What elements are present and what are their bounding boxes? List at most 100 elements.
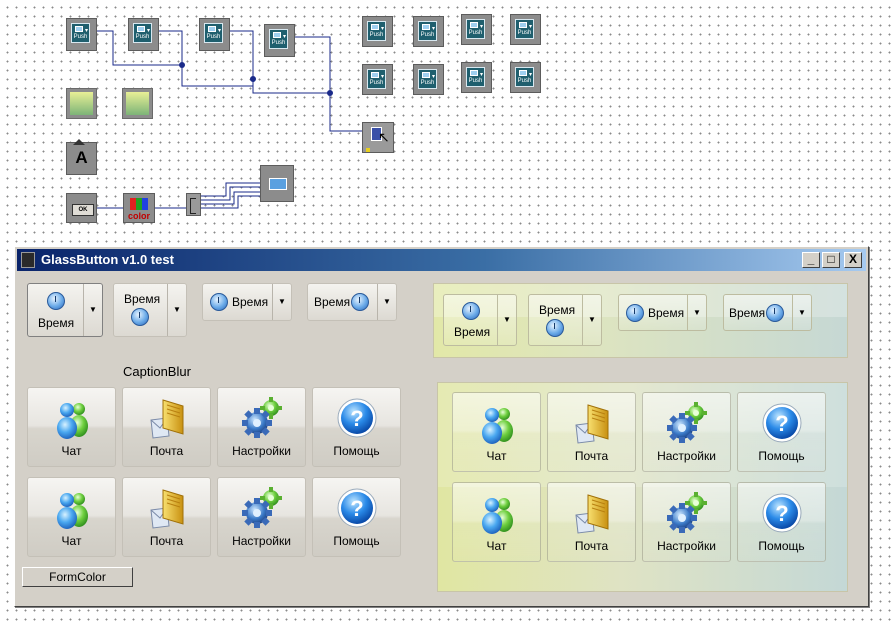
time-dropdown-6[interactable]: Время ▼ <box>528 294 602 346</box>
editor-canvas[interactable]: Push▾ Push▾ Push▾ Push▾ Push▾ Push▾ Push… <box>0 0 891 240</box>
color-component[interactable]: color <box>123 193 155 223</box>
settings-button[interactable]: Настройки <box>217 387 306 467</box>
push-component[interactable]: Push▾ <box>362 16 393 47</box>
minimize-button[interactable]: _ <box>802 252 820 268</box>
push-component[interactable]: Push▾ <box>199 18 230 51</box>
help-caption: Помощь <box>758 539 805 553</box>
time-dropdown-8[interactable]: Время ▼ <box>723 294 812 331</box>
help-button[interactable]: ?Помощь <box>737 392 826 472</box>
chat-people-icon <box>475 401 519 445</box>
close-button[interactable]: X <box>844 252 862 268</box>
push-component[interactable]: Push▾ <box>413 16 444 47</box>
push-component[interactable]: Push▾ <box>66 18 97 51</box>
gradient-component[interactable] <box>66 88 97 119</box>
dropdown-arrow[interactable]: ▼ <box>83 284 102 336</box>
maximize-button[interactable]: □ <box>822 252 840 268</box>
dropdown-arrow[interactable]: ▼ <box>497 295 516 345</box>
settings-caption: Настройки <box>232 534 291 548</box>
dropdown-arrow[interactable]: ▼ <box>582 295 601 345</box>
settings-caption: Настройки <box>657 449 716 463</box>
form-component[interactable] <box>260 165 294 202</box>
push-icon: Push▾ <box>71 23 90 43</box>
push-icon: Push▾ <box>466 19 485 39</box>
chat-people-icon <box>475 491 519 535</box>
wires <box>97 30 362 209</box>
dropdown-caption: Время <box>729 306 766 320</box>
dropdown-arrow[interactable]: ▼ <box>687 295 706 330</box>
push-component[interactable]: Push▾ <box>264 24 295 57</box>
splitter-component[interactable] <box>186 193 201 216</box>
mail-button[interactable]: Почта <box>547 482 636 562</box>
help-button[interactable]: ?Помощь <box>312 387 401 467</box>
chat-button[interactable]: Чат <box>452 392 541 472</box>
push-component[interactable]: Push▾ <box>510 62 541 93</box>
push-component[interactable]: Push▾ <box>362 64 393 95</box>
time-dropdown-4[interactable]: Время ▼ <box>307 283 397 321</box>
svg-text:?: ? <box>350 496 363 521</box>
dropdown-caption: Время <box>539 303 576 317</box>
time-dropdown-7[interactable]: Время ▼ <box>618 294 707 331</box>
push-component[interactable]: Push▾ <box>128 18 159 51</box>
dropdown-arrow[interactable]: ▼ <box>377 284 396 320</box>
cursor-icon: ↖ <box>378 129 390 145</box>
chat-caption: Чат <box>486 449 507 463</box>
clock-icon <box>47 292 65 310</box>
settings-button[interactable]: Настройки <box>642 482 731 562</box>
title-bar[interactable]: GlassButton v1.0 test _ □ X <box>17 249 866 271</box>
settings-button[interactable]: Настройки <box>217 477 306 557</box>
clock-icon <box>766 304 784 322</box>
svg-text:?: ? <box>350 406 363 431</box>
window-title: GlassButton v1.0 test <box>41 252 174 267</box>
svg-text:?: ? <box>775 411 788 436</box>
gears-icon <box>665 491 709 535</box>
bracket-icon <box>190 198 196 214</box>
chat-button[interactable]: Чат <box>27 477 116 557</box>
triangle-icon <box>73 139 85 145</box>
dropdown-arrow[interactable]: ▼ <box>792 295 811 330</box>
time-dropdown-5[interactable]: Время ▼ <box>443 294 517 346</box>
push-component[interactable]: Push▾ <box>461 14 492 45</box>
mail-button[interactable]: Почта <box>122 477 211 557</box>
gears-icon <box>665 401 709 445</box>
push-icon: Push▾ <box>367 69 386 89</box>
chat-button[interactable]: Чат <box>27 387 116 467</box>
push-icon: Push▾ <box>204 23 223 43</box>
mail-icon <box>570 491 614 535</box>
gradient-component[interactable] <box>122 88 153 119</box>
chat-caption: Чат <box>61 534 82 548</box>
clock-icon <box>351 293 369 311</box>
handler-component[interactable]: ↖ <box>362 122 394 153</box>
help-icon: ? <box>760 401 804 445</box>
ok-component[interactable]: OK <box>66 193 97 223</box>
push-icon: Push▾ <box>418 69 437 89</box>
mail-button[interactable]: Почта <box>547 392 636 472</box>
app-icon <box>21 252 35 268</box>
settings-button[interactable]: Настройки <box>642 392 731 472</box>
help-icon: ? <box>335 486 379 530</box>
push-component[interactable]: Push▾ <box>413 64 444 95</box>
settings-caption: Настройки <box>657 539 716 553</box>
chat-caption: Чат <box>61 444 82 458</box>
push-icon: Push▾ <box>515 67 534 87</box>
time-dropdown-3[interactable]: Время ▼ <box>202 283 292 321</box>
clock-icon <box>210 293 228 311</box>
push-component[interactable]: Push▾ <box>510 14 541 45</box>
label-component[interactable]: A <box>66 139 97 175</box>
settings-caption: Настройки <box>232 444 291 458</box>
help-icon: ? <box>760 491 804 535</box>
time-dropdown-2[interactable]: Время ▼ <box>113 283 187 337</box>
help-button[interactable]: ?Помощь <box>312 477 401 557</box>
chat-people-icon <box>50 396 94 440</box>
dropdown-arrow[interactable]: ▼ <box>167 284 186 336</box>
mail-caption: Почта <box>574 449 609 463</box>
clock-icon <box>626 304 644 322</box>
help-button[interactable]: ? Помощь <box>737 482 826 562</box>
dropdown-arrow[interactable]: ▼ <box>272 284 291 320</box>
caption-blur-label: CaptionBlur <box>123 364 191 379</box>
mail-caption: Почта <box>149 444 184 458</box>
push-component[interactable]: Push▾ <box>461 62 492 93</box>
time-dropdown-1[interactable]: Время ▼ <box>27 283 103 337</box>
mail-button[interactable]: Почта <box>122 387 211 467</box>
formcolor-button[interactable]: FormColor <box>22 567 133 587</box>
chat-button[interactable]: Чат <box>452 482 541 562</box>
